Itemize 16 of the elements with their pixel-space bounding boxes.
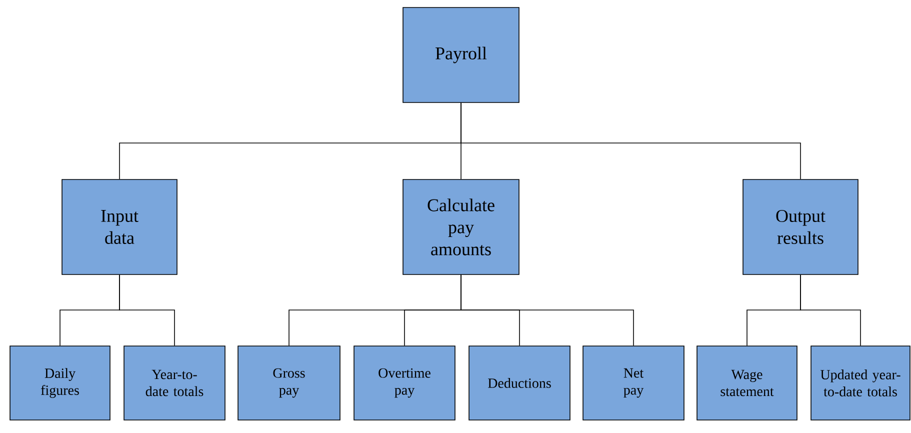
process-box: Input data — [62, 179, 178, 275]
connector — [119, 274, 175, 346]
connector — [460, 274, 634, 346]
process-box: Daily figures — [10, 346, 110, 420]
process-box: Payroll — [402, 7, 520, 103]
process-box: Calculate pay amounts — [402, 179, 520, 275]
connector — [460, 102, 801, 180]
process-box: Year-to-date totals — [124, 346, 226, 420]
process-box: Net pay — [582, 346, 684, 420]
process-box: Gross pay — [238, 346, 340, 420]
process-box: Updated year-to-date totals — [810, 346, 910, 420]
connector — [800, 274, 861, 346]
process-box: Deductions — [468, 346, 570, 420]
process-box: Output results — [742, 179, 858, 275]
process-box: Wage statement — [696, 346, 798, 420]
process-box: Overtime pay — [354, 346, 456, 420]
